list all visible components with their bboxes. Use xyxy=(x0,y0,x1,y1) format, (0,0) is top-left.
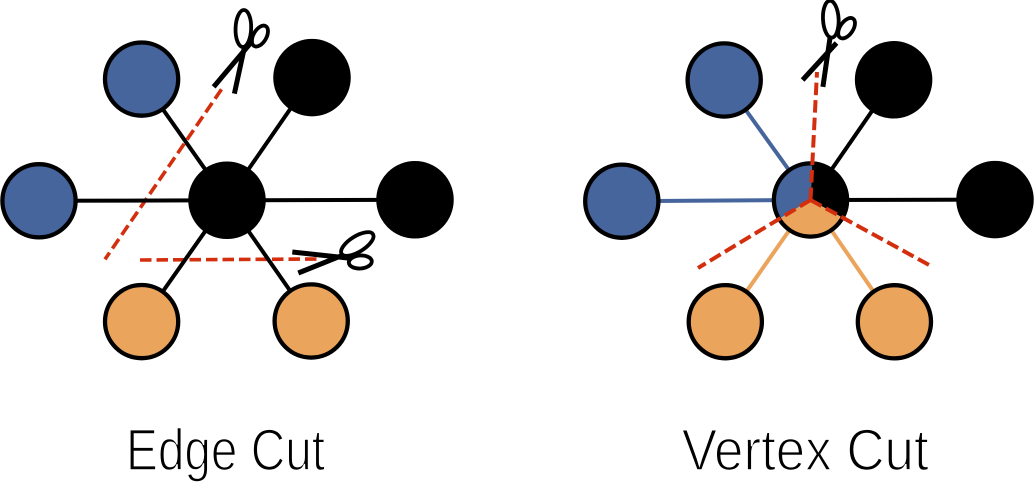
svg-text:Edge Cut: Edge Cut xyxy=(126,418,325,483)
svg-text:Vertex Cut: Vertex Cut xyxy=(682,418,929,483)
